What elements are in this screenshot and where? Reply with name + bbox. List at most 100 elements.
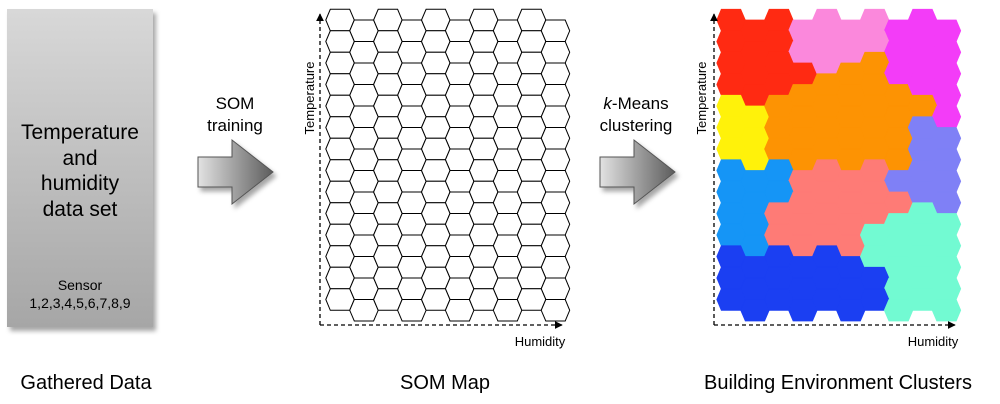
som-node-7-2 (373, 159, 403, 182)
som-node-11-7 (492, 256, 523, 279)
cluster-node-9-2 (764, 202, 794, 225)
cluster-node-10-5 (836, 234, 866, 257)
data-set-title-line-4: data set (43, 198, 118, 221)
som-training-line-2: training (207, 116, 263, 135)
cluster-node-3-6 (859, 73, 890, 96)
som-node-13-7 (492, 299, 523, 322)
som-node-6-3 (397, 148, 427, 171)
cluster-node-2-6 (859, 51, 890, 75)
cluster-node-13-3 (788, 299, 818, 322)
som-node-4-3 (397, 105, 427, 128)
som-node-12-4 (420, 266, 451, 290)
som-node-7-1 (349, 170, 379, 193)
som-node-4-9 (540, 105, 571, 128)
cluster-node-5-4 (812, 116, 842, 139)
cluster-node-11-0 (716, 245, 746, 268)
cluster-node-8-7 (883, 191, 914, 214)
som-node-8-3 (397, 191, 427, 214)
som-node-2-1 (349, 62, 379, 85)
cluster-node-5-7 (883, 127, 914, 150)
cluster-node-3-4 (812, 73, 842, 96)
cluster-node-8-9 (931, 191, 962, 214)
som-node-7-6 (468, 159, 499, 182)
cluster-node-3-8 (907, 73, 938, 96)
cluster-node-10-9 (931, 234, 962, 257)
cluster-node-12-9 (931, 277, 962, 300)
som-node-12-2 (373, 266, 403, 290)
som-node-1-0 (325, 30, 355, 53)
som-node-2-0 (325, 51, 355, 75)
som-node-2-5 (444, 62, 475, 85)
cluster-node-4-5 (836, 105, 866, 128)
cluster-node-0-9 (931, 19, 962, 42)
som-node-5-7 (492, 127, 523, 150)
som-node-7-0 (325, 159, 355, 182)
som-node-10-4 (420, 223, 451, 247)
som-node-4-0 (325, 94, 355, 118)
som-node-2-4 (420, 51, 451, 75)
cluster-node-3-2 (764, 73, 794, 96)
cluster-node-6-1 (740, 148, 770, 171)
som-node-12-8 (516, 266, 547, 290)
som-node-6-9 (540, 148, 571, 171)
cluster-node-13-0 (716, 288, 746, 311)
som-node-12-9 (540, 277, 571, 300)
cluster-node-7-5 (836, 170, 866, 193)
som-node-6-8 (516, 137, 547, 161)
som-node-0-1 (349, 19, 379, 42)
som-node-0-2 (373, 8, 403, 32)
som-node-8-6 (468, 180, 499, 204)
som-node-1-5 (444, 41, 475, 64)
som-node-13-9 (540, 299, 571, 322)
cluster-node-13-5 (836, 299, 866, 322)
cluster-node-3-3 (788, 84, 818, 107)
cluster-node-1-9 (931, 41, 962, 64)
som-node-0-6 (468, 8, 499, 32)
som-node-3-3 (397, 84, 427, 107)
cluster-node-13-2 (764, 288, 794, 311)
som-node-3-0 (325, 73, 355, 96)
cluster-node-5-3 (788, 127, 818, 150)
som-node-6-2 (373, 137, 403, 161)
cluster-node-7-0 (716, 159, 746, 182)
som-node-10-8 (516, 223, 547, 247)
som-node-4-8 (516, 94, 547, 118)
cluster-node-1-3 (788, 41, 818, 64)
som-node-11-5 (444, 256, 475, 279)
som-node-7-9 (540, 170, 571, 193)
som-node-10-0 (325, 223, 355, 247)
cluster-node-9-0 (716, 202, 746, 225)
som-node-12-3 (397, 277, 427, 300)
cluster-node-1-8 (907, 30, 938, 53)
cluster-node-6-2 (764, 137, 794, 161)
som-node-13-2 (373, 288, 403, 311)
som-node-13-6 (468, 288, 499, 311)
cluster-node-8-4 (812, 180, 842, 204)
som-node-2-7 (492, 62, 523, 85)
cluster-node-12-8 (907, 266, 938, 290)
cluster-node-4-8 (907, 94, 938, 118)
cluster-node-4-2 (764, 94, 794, 118)
cluster-node-11-7 (883, 256, 914, 279)
som-node-3-8 (516, 73, 547, 96)
som-node-9-2 (373, 202, 403, 225)
som-node-11-3 (397, 256, 427, 279)
data-set-box (7, 9, 153, 327)
cluster-node-13-4 (812, 288, 842, 311)
kmeans-means: -Means (612, 94, 669, 113)
right-arrow-icon (197, 138, 274, 206)
som-node-11-8 (516, 245, 547, 268)
cluster-node-5-1 (740, 127, 770, 150)
som-node-7-5 (444, 170, 475, 193)
som-node-10-3 (397, 234, 427, 257)
cluster-node-2-7 (883, 62, 914, 85)
cluster-node-1-4 (812, 30, 842, 53)
cluster-node-13-7 (883, 299, 914, 322)
som-node-6-7 (492, 148, 523, 171)
som-node-4-6 (468, 94, 499, 118)
cluster-node-9-8 (907, 202, 938, 225)
cluster-node-4-6 (859, 94, 890, 118)
cluster-node-2-0 (716, 51, 746, 75)
cluster-hex-grid (716, 8, 962, 322)
cluster-node-9-4 (812, 202, 842, 225)
